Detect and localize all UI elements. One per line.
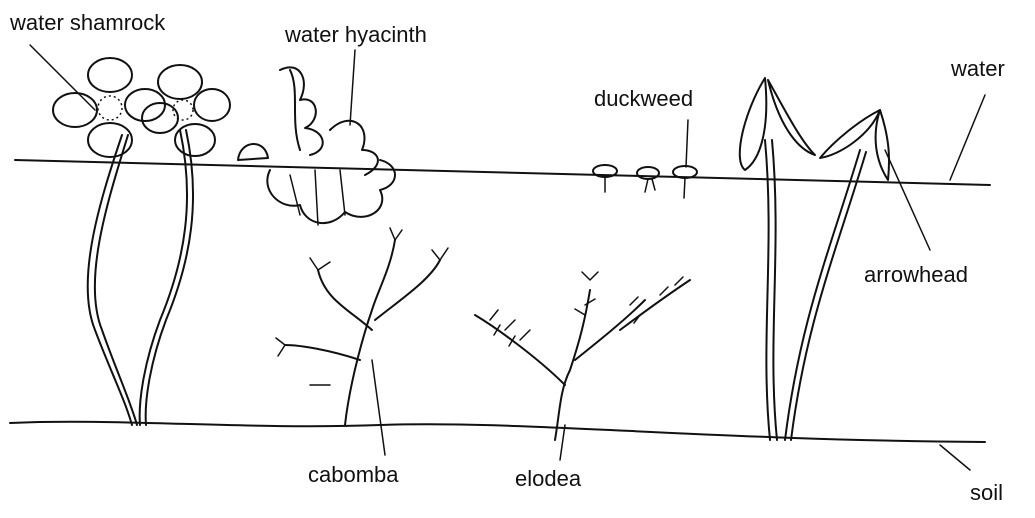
cabomba-plant (276, 228, 448, 425)
label-elodea: elodea (515, 468, 581, 490)
water-surface-line (15, 160, 990, 185)
label-duckweed: duckweed (594, 88, 693, 110)
label-soil: soil (970, 482, 1003, 504)
leader-arrowhead (885, 150, 930, 250)
leader-soil (940, 445, 970, 470)
leader-elodea (560, 425, 565, 460)
arrowhead-plant (740, 78, 889, 440)
soil-line (10, 422, 985, 442)
label-water-shamrock: water shamrock (10, 12, 165, 34)
leader-water-hyacinth (350, 50, 355, 125)
leader-water-shamrock (30, 45, 95, 110)
water-hyacinth-plant (238, 67, 395, 225)
water-shamrock-plant (53, 58, 230, 425)
leader-water (950, 95, 985, 180)
duckweed-plants (593, 165, 697, 198)
elodea-plant (475, 272, 690, 440)
leader-duckweed (686, 120, 688, 167)
label-water-hyacinth: water hyacinth (285, 24, 427, 46)
label-arrowhead: arrowhead (864, 264, 968, 286)
label-cabomba: cabomba (308, 464, 399, 486)
leader-cabomba (372, 360, 385, 455)
label-water: water (951, 58, 1005, 80)
